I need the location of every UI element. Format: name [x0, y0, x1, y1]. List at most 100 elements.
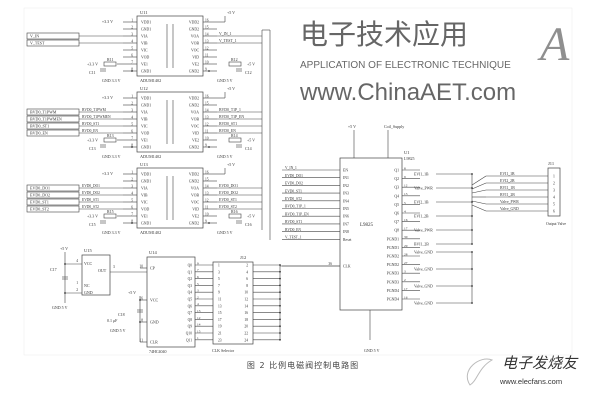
supply-label: +5 V [247, 62, 255, 67]
pin-label: VIC [141, 125, 148, 129]
component-ref: J11 [548, 161, 554, 166]
pin-label: VDD1 [141, 173, 151, 177]
pin-number: 4 [246, 270, 248, 274]
resistor-ref: R13 [107, 133, 114, 138]
pin-label: PGND1 [387, 246, 399, 250]
net-label: BVD0_ST1 [285, 220, 302, 224]
pin-number: 5 [218, 277, 220, 281]
pin-label: VOD [141, 208, 149, 212]
pin-number: 3 [113, 265, 115, 269]
pin-label: GND [84, 290, 93, 295]
junction [131, 222, 133, 224]
component-ref: U13 [140, 162, 148, 167]
pin-number: 27 [404, 261, 408, 265]
pin-label: VIA [141, 111, 148, 115]
net-label: Valve_GND [414, 268, 433, 272]
pin-label: PGND2 [387, 255, 399, 259]
output-net-label: V_IN_1 [219, 32, 232, 36]
pin-label: GND1 [141, 104, 151, 108]
junction [279, 318, 281, 321]
pin-number: 4 [553, 196, 555, 200]
resistor-r13 [103, 137, 117, 143]
figure-frame [23, 7, 573, 356]
pin-number: 9 [205, 219, 207, 223]
pin-number: 17 [404, 287, 408, 291]
net-label: EVD0_DO2 [285, 182, 303, 186]
pin-label: VOA [191, 111, 199, 115]
pin-number: 7 [131, 60, 133, 64]
pin-number: 14 [205, 184, 209, 188]
net-label: EVI2_1B [414, 201, 429, 205]
pin-number: 4 [404, 209, 406, 213]
junction [139, 321, 141, 323]
input-net-label: BVD0_T1PWMEN [30, 117, 62, 122]
pin-number: 17 [404, 227, 408, 231]
part-number-inside: L9825 [360, 223, 374, 228]
pin-label: IN5 [343, 207, 349, 211]
pin-number: 5 [404, 201, 406, 205]
resistor-r14 [228, 137, 242, 143]
pin-number: 11 [205, 53, 209, 57]
pin-number: 10 [244, 291, 248, 295]
capacitor-ref: C13 [89, 146, 96, 151]
output-net-label: V_TEST_1 [219, 39, 237, 43]
component-ref: U11 [140, 10, 148, 15]
pin-number: 1 [131, 170, 133, 174]
resistor-r12 [228, 61, 242, 67]
pin-number: 1 [131, 18, 133, 22]
net-label: EVI1_1B [500, 172, 515, 176]
pin-number: 7 [197, 268, 199, 272]
pin-number: 13 [218, 304, 222, 308]
clk-selector-body [212, 261, 254, 345]
net-label: EVD0_ST1 [285, 189, 302, 193]
pin-label: IN2 [343, 184, 349, 188]
pin-number: 9 [205, 67, 207, 71]
pin-label: NC [84, 283, 90, 288]
pin-number: 8 [404, 166, 406, 170]
pin-label: Reset [343, 238, 352, 242]
resistor-ref: R15 [107, 209, 114, 214]
pin-number: 6 [131, 53, 133, 57]
ground-label: GND 5 V [364, 348, 380, 353]
pin-number: 16 [205, 170, 209, 174]
counter-body [146, 256, 196, 348]
junction [279, 325, 281, 328]
pin-label: VIB [141, 118, 148, 122]
pin-label: Q11 [186, 338, 192, 342]
pin-number: 14 [197, 323, 201, 327]
pin-number: 28 [404, 252, 408, 256]
pin-label: GND2 [189, 104, 199, 108]
pin-label: Q6 [188, 304, 193, 308]
component-ref: U14 [149, 250, 157, 255]
input-net-label: BVD0_ST1 [30, 124, 49, 129]
pin-number: 9 [205, 143, 207, 147]
output-net-label: EVD0_ST1 [219, 198, 237, 202]
supply-label: +3.3 V [102, 171, 113, 176]
output-net-label: EVD0_ST2 [219, 205, 237, 209]
pin-number: 9 [404, 175, 406, 179]
pin-label: PGND2 [387, 263, 399, 267]
watermark-url: www.ChinaAET.com [299, 79, 516, 106]
part-number: 74HC4040 [149, 349, 167, 354]
pin-label: VIC [141, 201, 148, 205]
supply-label: +5 V [60, 246, 68, 251]
capacitor-ref: C11 [89, 70, 96, 75]
pin-label: VOB [191, 118, 199, 122]
junction [471, 302, 473, 304]
pin-number: 8 [141, 318, 143, 322]
output-net-label: BVD0_EN [219, 129, 236, 133]
pin-label: VDD2 [189, 21, 199, 25]
pin-number: 9 [197, 261, 199, 265]
pin-label: Q2 [394, 177, 399, 181]
output-net-label: BVD0_ST1 [219, 122, 237, 126]
pin-number: 36 [328, 262, 332, 266]
pin-number: 8 [246, 284, 248, 288]
pin-number: 4 [131, 39, 133, 43]
input-net-label: V_IN [30, 34, 39, 39]
pin-label: VE1 [141, 63, 148, 67]
pin-number: 3 [404, 270, 406, 274]
